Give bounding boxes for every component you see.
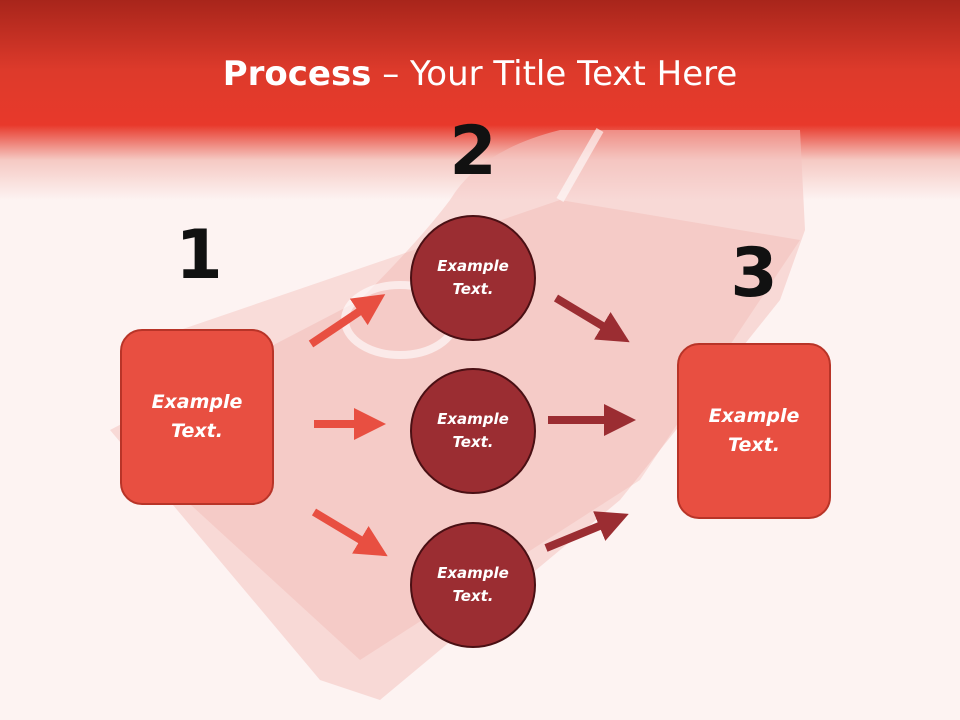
arrow-1-to-top xyxy=(308,294,386,348)
arrow-bottom-to-3 xyxy=(544,511,629,552)
circle-middle-line1: Example xyxy=(437,410,509,428)
step-1-line2: Text. xyxy=(171,420,223,442)
step-2-circle-top: Example Text. xyxy=(410,215,536,341)
circle-middle-line2: Text. xyxy=(452,433,494,451)
circle-bottom-line2: Text. xyxy=(452,587,494,605)
circle-top-line2: Text. xyxy=(452,280,494,298)
step-1-line1: Example xyxy=(151,391,243,413)
circle-top-line1: Example xyxy=(437,257,509,275)
step-number-3: 3 xyxy=(730,234,778,313)
step-2-circle-middle: Example Text. xyxy=(410,368,536,494)
title-rest: – Your Title Text Here xyxy=(371,54,738,94)
step-3-line2: Text. xyxy=(728,434,780,456)
arrow-top-to-3 xyxy=(553,294,630,343)
slide-title: Process – Your Title Text Here xyxy=(0,52,960,96)
step-number-2: 2 xyxy=(449,112,497,191)
circle-bottom-line1: Example xyxy=(437,564,509,582)
step-2-circle-bottom: Example Text. xyxy=(410,522,536,648)
title-bold: Process xyxy=(222,54,372,94)
step-1-box: Example Text. xyxy=(120,329,274,505)
step-3-line1: Example xyxy=(708,405,800,427)
step-3-box: Example Text. xyxy=(677,343,831,519)
arrow-1-to-bottom xyxy=(311,508,388,557)
step-number-1: 1 xyxy=(175,216,223,295)
